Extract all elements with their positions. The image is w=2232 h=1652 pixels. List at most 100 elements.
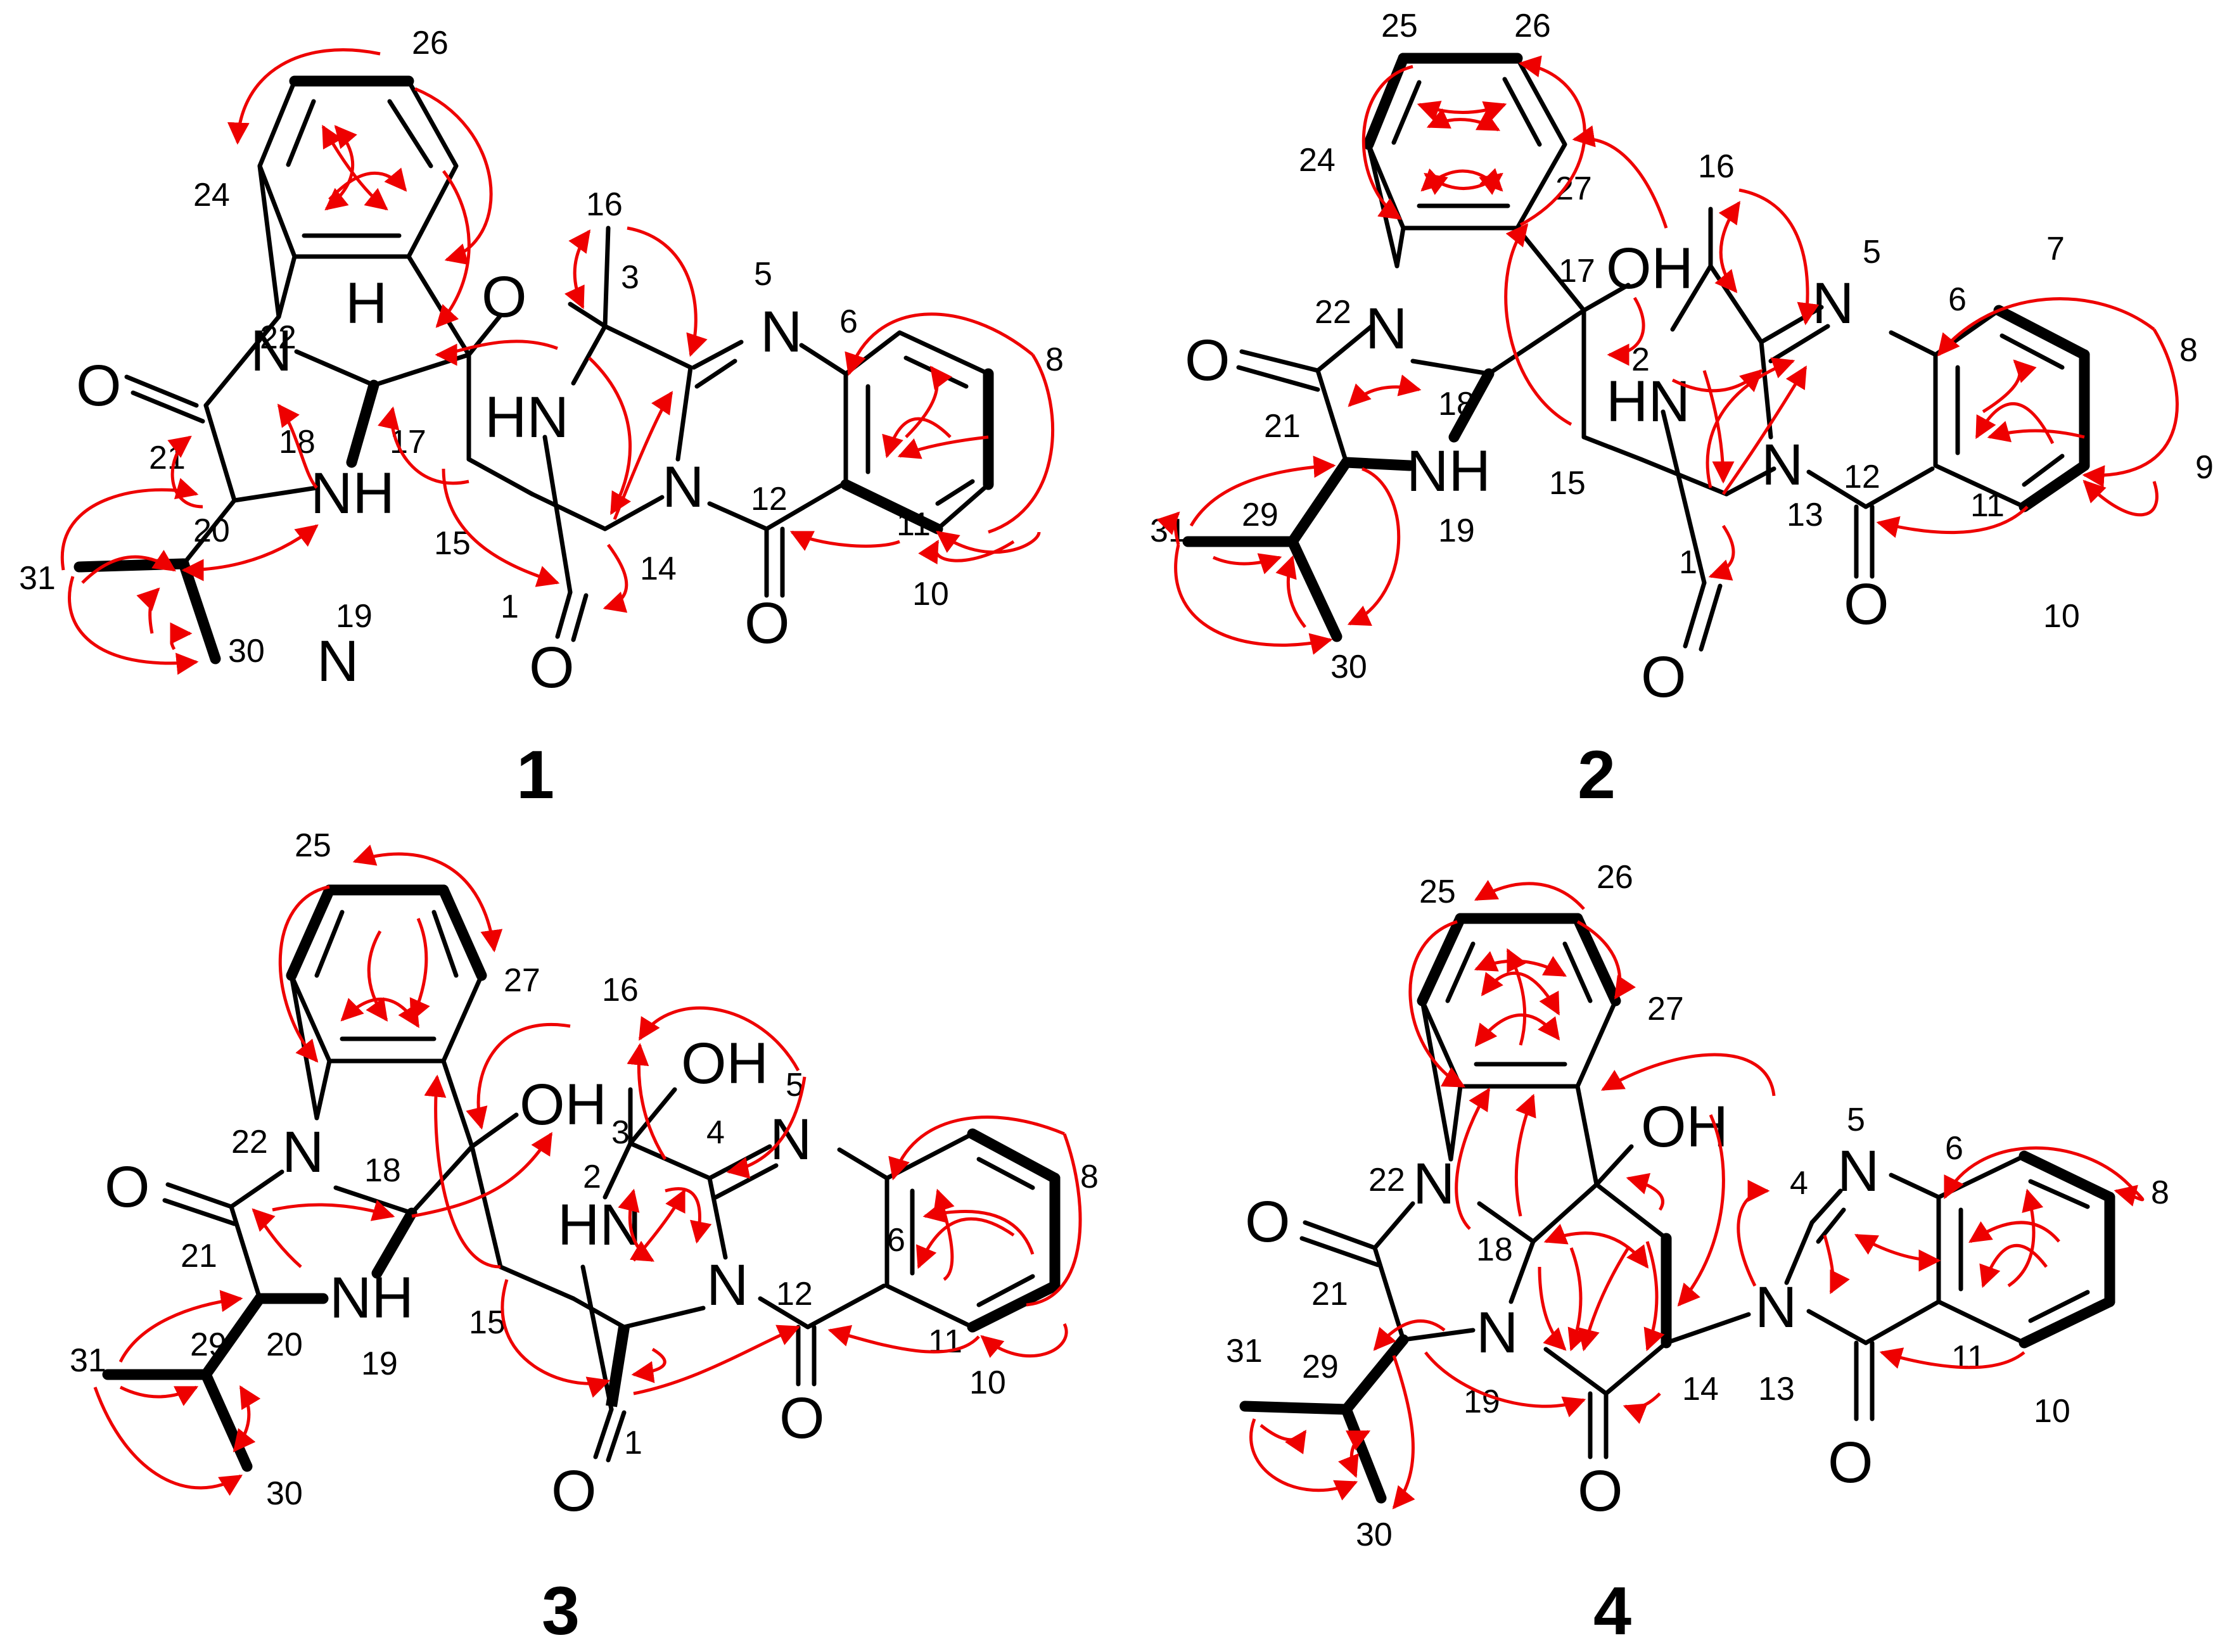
atom-label: O (1844, 572, 1889, 637)
compound-number: 4 (1593, 1572, 1631, 1649)
atom-number: 9 (2195, 449, 2214, 486)
compound-4-atom-labels: OH N N O N N O O (1245, 1095, 1879, 1523)
atom-number: 11 (896, 506, 931, 543)
atom-label: N (282, 1120, 324, 1185)
atom-label: O (1828, 1430, 1873, 1495)
atom-number: 11 (1951, 1339, 1986, 1376)
atom-number: 10 (2034, 1393, 2070, 1430)
atom-number: 15 (469, 1304, 506, 1341)
atom-label: H (345, 271, 387, 336)
atom-number: 26 (1514, 8, 1551, 44)
atom-label: O (1185, 328, 1230, 393)
compound-number: 2 (1578, 736, 1616, 813)
atom-label: N (1755, 1275, 1797, 1340)
atom-number: 30 (266, 1475, 303, 1512)
atom-number: 1 (501, 588, 519, 625)
atom-number: 19 (361, 1345, 398, 1382)
atom-number: 22 (1315, 294, 1351, 331)
atom-label: HN (1606, 369, 1690, 434)
atom-number: 29 (1242, 497, 1279, 533)
atom-label: O (1641, 645, 1687, 709)
atom-number: 18 (1476, 1231, 1513, 1268)
atom-number: 14 (1682, 1371, 1719, 1407)
atom-number: 22 (260, 319, 297, 356)
atom-number: 8 (1045, 341, 1064, 378)
atom-label: O (1245, 1190, 1291, 1254)
atom-label: N (250, 319, 292, 383)
atom-number: 20 (266, 1326, 303, 1363)
atom-number: 2 (583, 1159, 601, 1195)
atom-label: OH (681, 1031, 768, 1096)
compound-number: 3 (542, 1572, 580, 1649)
atom-number: 10 (912, 576, 949, 613)
atom-number: 18 (1438, 386, 1475, 423)
atom-number: 6 (1948, 281, 1967, 318)
atom-number: 3 (611, 1114, 630, 1151)
atom-number: 5 (754, 256, 772, 293)
atom-number: 25 (295, 827, 331, 864)
atom-number: 8 (1080, 1159, 1099, 1195)
atom-number: 6 (839, 303, 858, 340)
atom-label: N (1812, 271, 1854, 336)
compound-2-atom-labels: OH N HN N N O O NH O (1185, 236, 1889, 709)
atom-number: 8 (2179, 332, 2198, 369)
atom-number: 27 (1647, 991, 1684, 1027)
atom-label: OH (520, 1072, 607, 1137)
compound-3-atom-numbers: 25 27 16 3 4 5 8 22 18 2 6 21 12 29 20 3… (70, 827, 1099, 1512)
atom-label: NH (310, 461, 395, 526)
atom-number: 21 (149, 440, 186, 476)
compound-3-structure: OH OH N N O HN N NH O O 25 27 16 3 4 5 8… (70, 827, 1099, 1649)
atom-number: 20 (193, 512, 230, 549)
compound-2-atom-numbers: 25 26 24 27 16 5 7 6 8 22 17 2 21 18 29 … (1150, 8, 2214, 685)
atom-number: 25 (1381, 8, 1418, 44)
atom-label: N (1837, 1139, 1879, 1204)
atom-number: 30 (1356, 1516, 1393, 1553)
compound-4-hmbc-arrows (1249, 880, 2145, 1509)
compound-4-structure: OH N N O N N O O 25 26 27 5 4 6 8 22 18 … (1226, 859, 2169, 1649)
compound-2-bonds (1182, 53, 2090, 652)
atom-number: 29 (1302, 1349, 1339, 1385)
atom-number: 31 (70, 1342, 106, 1379)
compound-1-bonds (73, 75, 994, 664)
atom-number: 7 (2046, 231, 2065, 267)
atom-label: NH (329, 1266, 414, 1330)
atom-number: 4 (1790, 1165, 1808, 1202)
atom-label: O (105, 1155, 150, 1219)
atom-number: 24 (1299, 142, 1336, 179)
atom-number: 12 (776, 1276, 813, 1312)
atom-number: 21 (1264, 408, 1301, 445)
atom-number: 26 (1597, 859, 1633, 896)
atom-number: 22 (231, 1124, 268, 1160)
atom-number: 24 (193, 177, 230, 213)
atom-number: 10 (2043, 598, 2080, 635)
atom-number: 17 (1559, 253, 1595, 289)
compound-1-atom-labels: O N N O HN N O N H NH O (76, 265, 802, 700)
atom-number: 4 (706, 1114, 725, 1151)
atom-number: 5 (1847, 1102, 1865, 1138)
atom-number: 3 (621, 259, 639, 296)
atom-number: 13 (1787, 497, 1823, 533)
atom-label: N (1476, 1300, 1518, 1365)
atom-number: 16 (602, 972, 639, 1008)
atom-number: 22 (1368, 1162, 1405, 1198)
compound-3-hmbc-arrows (93, 844, 1082, 1496)
atom-number: 19 (1438, 512, 1475, 549)
atom-label: O (744, 591, 790, 656)
atom-number: 1 (624, 1425, 642, 1461)
compound-3-atom-labels: OH OH N N O HN N NH O O (105, 1031, 825, 1523)
atom-label: NH (1406, 439, 1491, 504)
atom-label: N (662, 455, 704, 519)
atom-number: 31 (1226, 1333, 1263, 1369)
atom-number: 5 (1863, 234, 1881, 270)
atom-label: N (1413, 1152, 1455, 1216)
atom-label: O (76, 353, 122, 418)
atom-number: 30 (1330, 649, 1367, 685)
atom-number: 1 (1679, 544, 1697, 581)
atom-number: 26 (412, 25, 449, 61)
atom-number: 6 (887, 1222, 905, 1259)
compound-2-hmbc-arrows (1156, 55, 2179, 655)
atom-number: 8 (2151, 1174, 2169, 1211)
atom-label: N (1761, 433, 1803, 497)
compound-1-hmbc-arrows (60, 48, 1055, 675)
